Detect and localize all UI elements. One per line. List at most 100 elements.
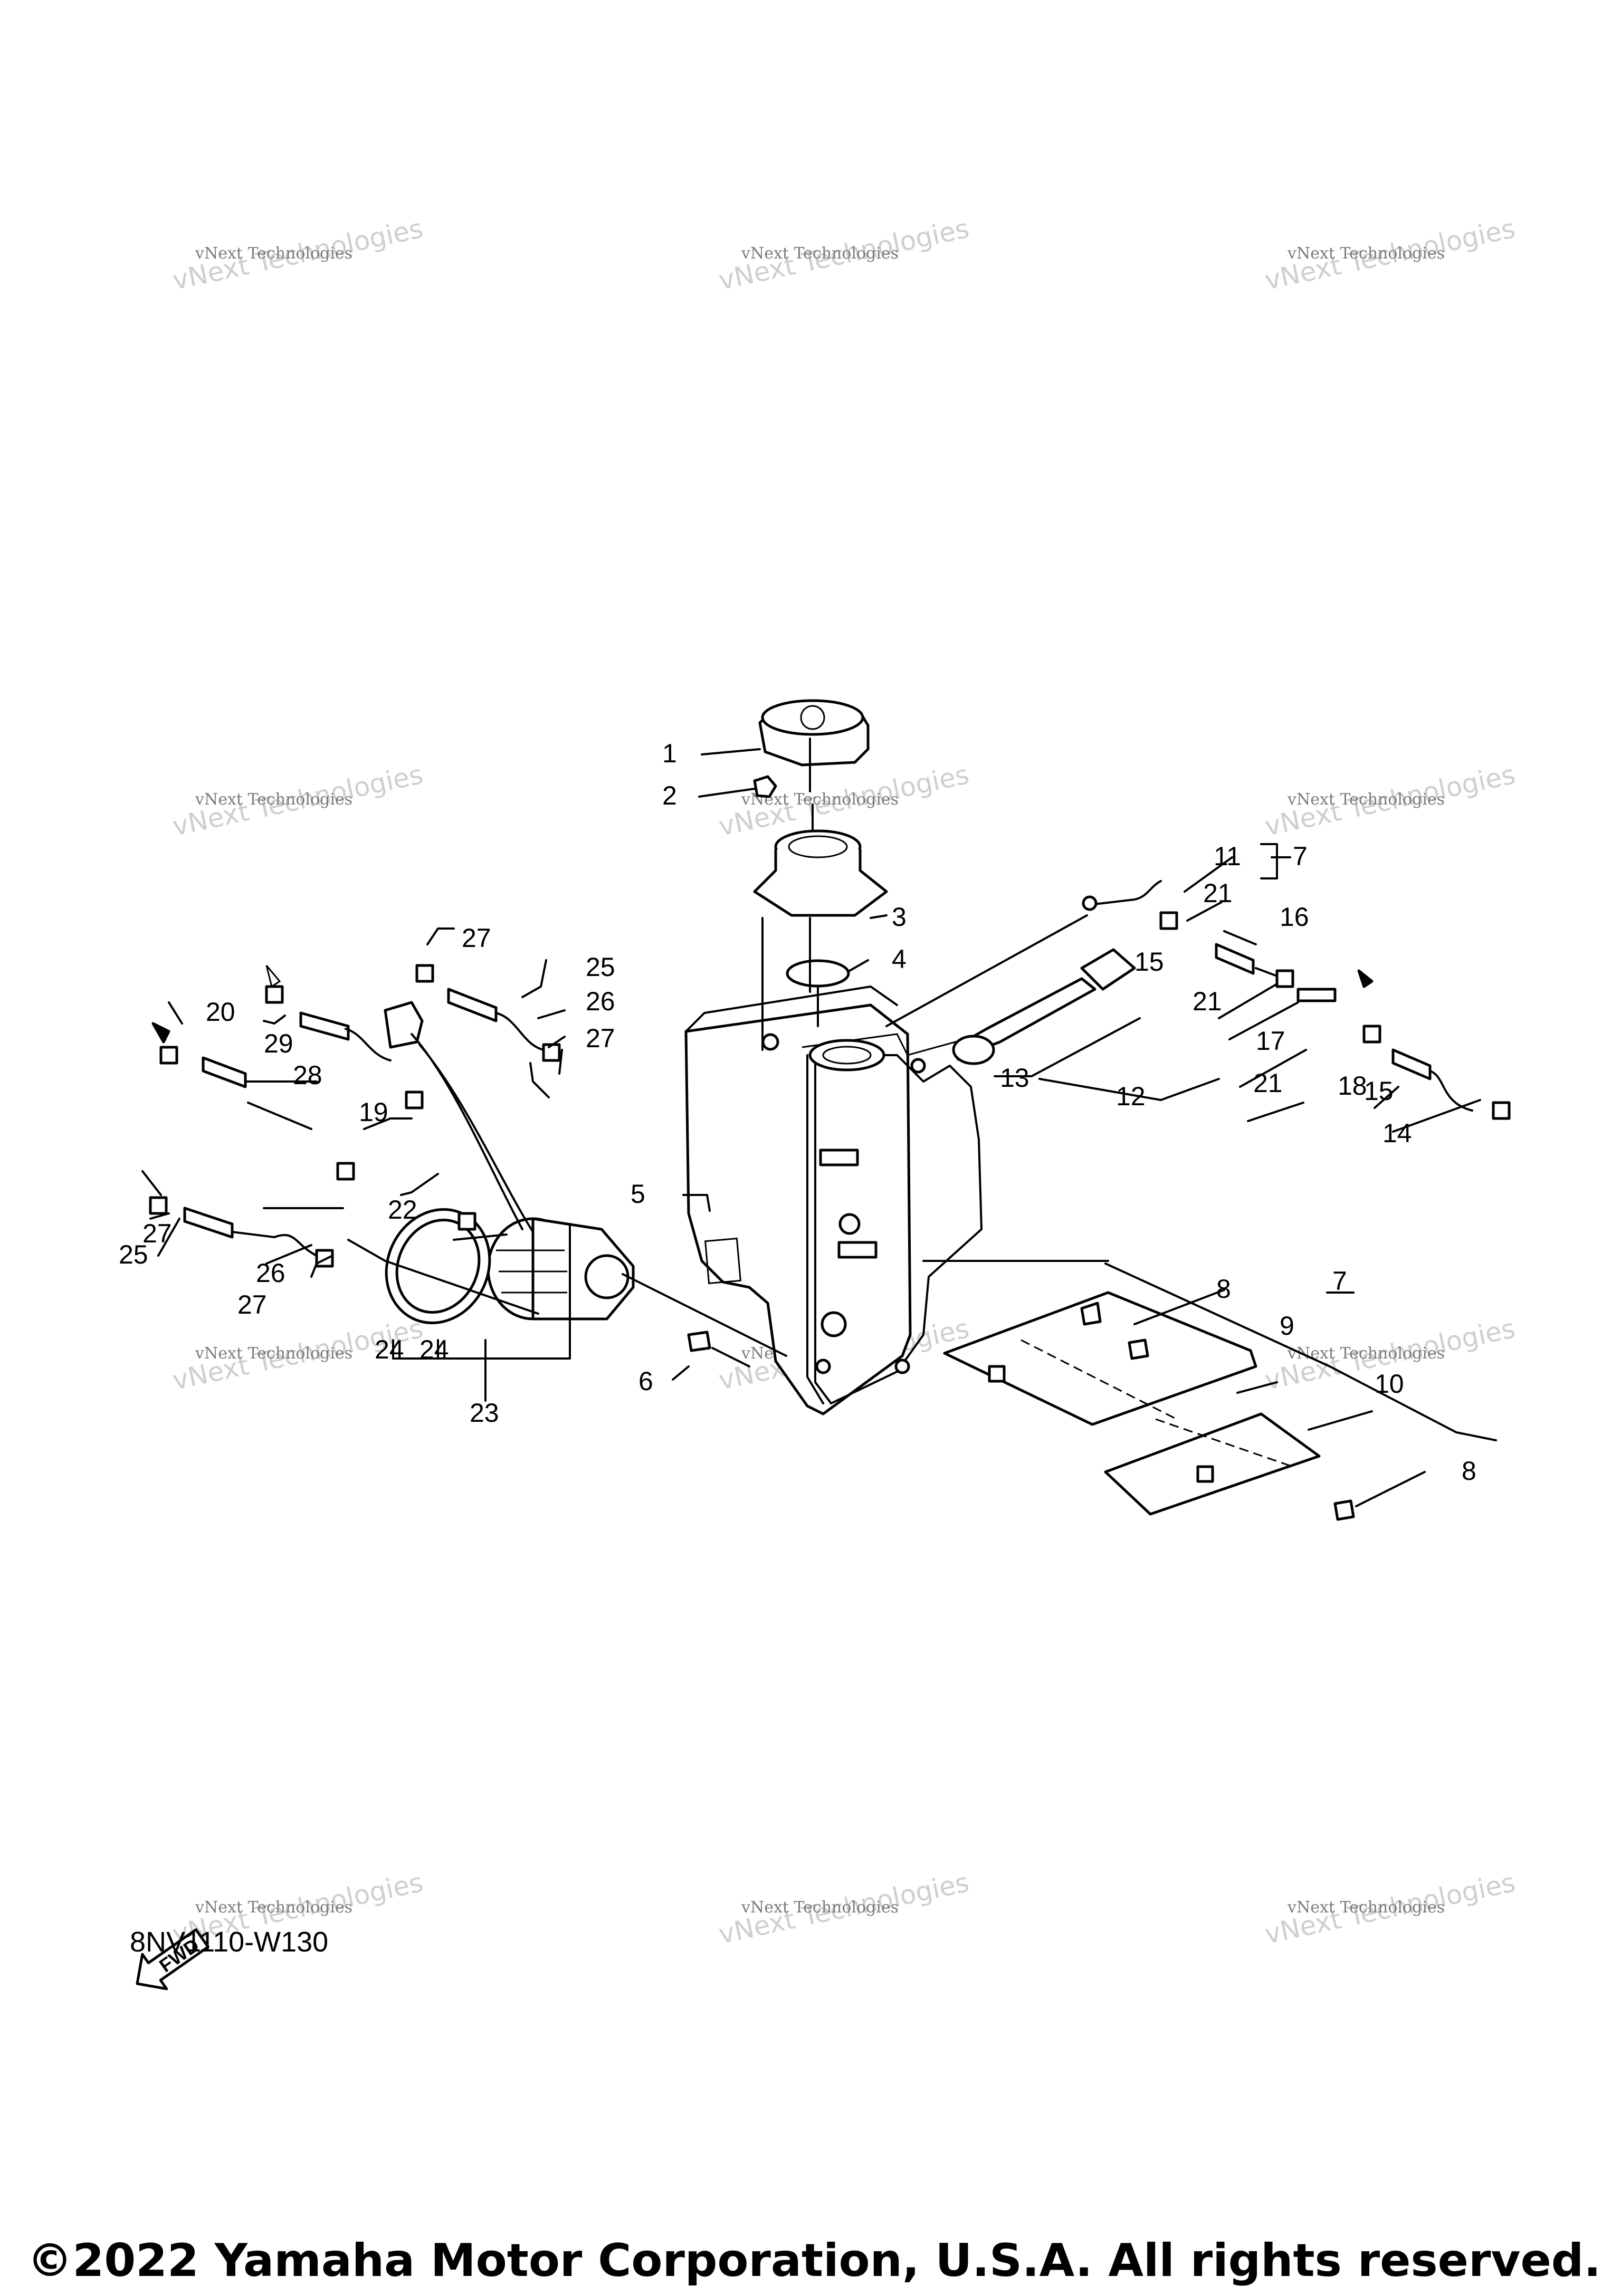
pump-gasket [385,1208,491,1324]
mounting-plates [687,1291,1355,1521]
callout-13: 13 [1000,1063,1029,1093]
hose-clamp [542,1043,561,1062]
watermark-text-small: vNext Technologies [1287,790,1445,809]
callout-27: 27 [586,1023,615,1053]
leader-line [247,1015,439,1196]
fuel-cap-top [761,699,864,736]
callout-27: 27 [237,1290,267,1319]
callout-20: 20 [206,997,235,1027]
fuel-tank [684,986,983,1415]
hose-clamp [159,1046,178,1065]
hose-line [1255,967,1278,977]
filler-neck-body [753,849,888,917]
fuel-pump-ribs [496,1249,567,1294]
hose-clamp [336,1162,355,1181]
tank-mount-hole [815,1359,831,1374]
fuel-cap-logo [800,705,825,730]
watermark: vNext Technologies vNext Technologies [1262,759,1518,842]
filler-neck-inner [788,835,848,858]
callout-10: 10 [1375,1369,1404,1399]
callout-24: 24 [375,1335,404,1364]
copyright-notice: ©2022 Yamaha Motor Corporation, U.S.A. A… [27,2234,1601,2287]
leader-line [141,1001,333,1278]
fuel-pump-wire [411,1033,523,1230]
watermark-text-small: vNext Technologies [1287,244,1445,263]
hose-clamp [149,1196,168,1215]
plate-center-line [1155,1418,1293,1468]
hose-direction-mark [1357,969,1374,988]
callout-8: 8 [1462,1456,1476,1486]
nut [753,775,777,798]
filler-neck [753,829,888,917]
callout-14: 14 [1382,1118,1412,1148]
tank-gasket-outline [814,1054,983,1404]
watermark: vNext Technologies vNext Technologies [716,759,972,842]
callout-11: 11 [1214,841,1241,871]
screw-8 [1128,1338,1149,1360]
right-fuel-hoses [885,880,1511,1120]
callout-21: 21 [1193,987,1222,1016]
callout-21: 21 [1253,1068,1283,1098]
tank-filler-opening [808,1039,885,1072]
hose-line [231,1231,318,1257]
hose-protector-16 [1215,943,1255,975]
mounting-plate-9 [943,1291,1257,1426]
hose-direction-mark [151,1022,170,1044]
hose-clamp-21 [1275,969,1294,988]
fwd-arrow-shape [136,1928,209,1991]
callout-6: 6 [638,1366,653,1396]
hose-leader [885,914,1088,1027]
diagram-code: 8NV1110-W130 [130,1926,329,1958]
left-fuel-hoses [149,964,561,1268]
bolt [457,1212,476,1231]
o-ring-shape [786,959,850,988]
callout-25: 25 [119,1240,148,1269]
fuel-pump-wire [418,1044,534,1233]
callout-23: 23 [470,1398,499,1428]
leader-line-8b [1355,1471,1426,1507]
callout-27: 27 [142,1219,172,1248]
fuel-sender-head [1080,948,1136,991]
callout-4: 4 [892,944,907,974]
hose-line [495,1012,545,1051]
watermark-text-small: vNext Technologies [195,1344,352,1363]
callout-22: 22 [388,1195,417,1224]
watermark-text-small: vNext Technologies [195,244,352,263]
callout-18: 18 [1338,1071,1367,1101]
callout-15: 15 [1364,1076,1394,1106]
plate-tab [988,1365,1006,1383]
plate-tab [1196,1465,1214,1483]
callout-24: 24 [419,1335,449,1364]
hose-protector [447,988,498,1022]
fuel-pump-assembly [384,1001,635,1321]
callout-5: 5 [631,1179,645,1209]
hose-11 [1089,880,1162,906]
tank-bolt-hole [761,1033,779,1051]
tank-fitting [819,1149,859,1166]
hose-clamp-21 [1159,911,1178,930]
bolt-6 [687,1331,711,1352]
screw-8 [1333,1499,1355,1521]
tank-pump-port [821,1311,847,1337]
tank-label-plate [704,1237,741,1285]
bracket-7-9-10 [1104,1262,1497,1441]
callout-9: 9 [1280,1311,1294,1341]
leader-line-5 [682,1194,711,1212]
hose-protector [183,1207,234,1239]
tank-bolt-hole [910,1058,926,1074]
watermark-text-small: vNext Technologies [1287,1898,1445,1917]
hose-protector [299,1011,350,1041]
callout-15: 15 [1134,947,1164,977]
leader-lines [141,738,1497,1507]
plate-clip [1080,1302,1102,1326]
bracket-12 [994,1017,1220,1101]
callout-19: 19 [359,1097,388,1127]
leader-line-6 [672,1347,750,1381]
mounting-plate-10 [1104,1412,1321,1516]
watermark: vNext Technologies vNext Technologies [170,213,426,296]
leader-line-8 [1133,1289,1355,1325]
callout-2: 2 [662,781,677,810]
leader-line [698,738,888,1051]
leader-line [263,1207,539,1315]
fuel-tank-top-edge [685,986,898,1032]
